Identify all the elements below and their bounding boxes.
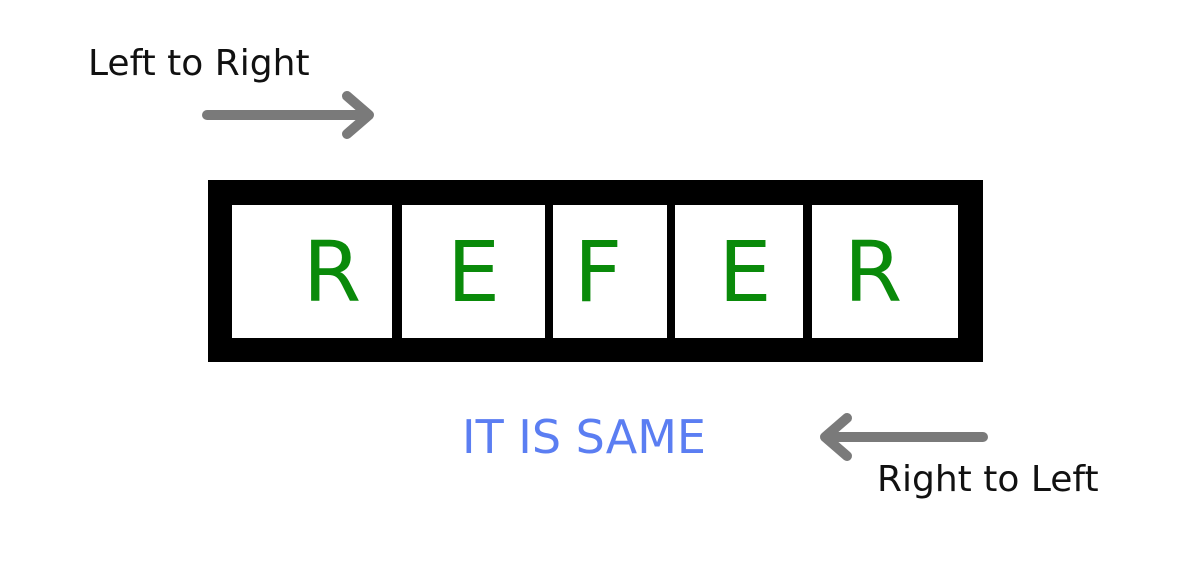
left-to-right-label: Left to Right [88,43,310,84]
letter-e: E [718,222,772,321]
letter-cell: F [553,205,667,338]
arrow-right-icon [202,91,374,139]
letter-f: F [573,222,623,321]
letter-r: R [843,222,903,321]
letter-cell: E [675,205,803,338]
same-caption: IT IS SAME [462,410,706,464]
letter-cell: R [812,205,958,338]
arrow-left-icon [820,413,988,461]
letter-cell: R [232,205,392,338]
letter-cell: E [402,205,545,338]
letter-e: E [446,222,501,321]
right-to-left-label: Right to Left [877,459,1099,500]
letter-r: R [302,222,362,321]
